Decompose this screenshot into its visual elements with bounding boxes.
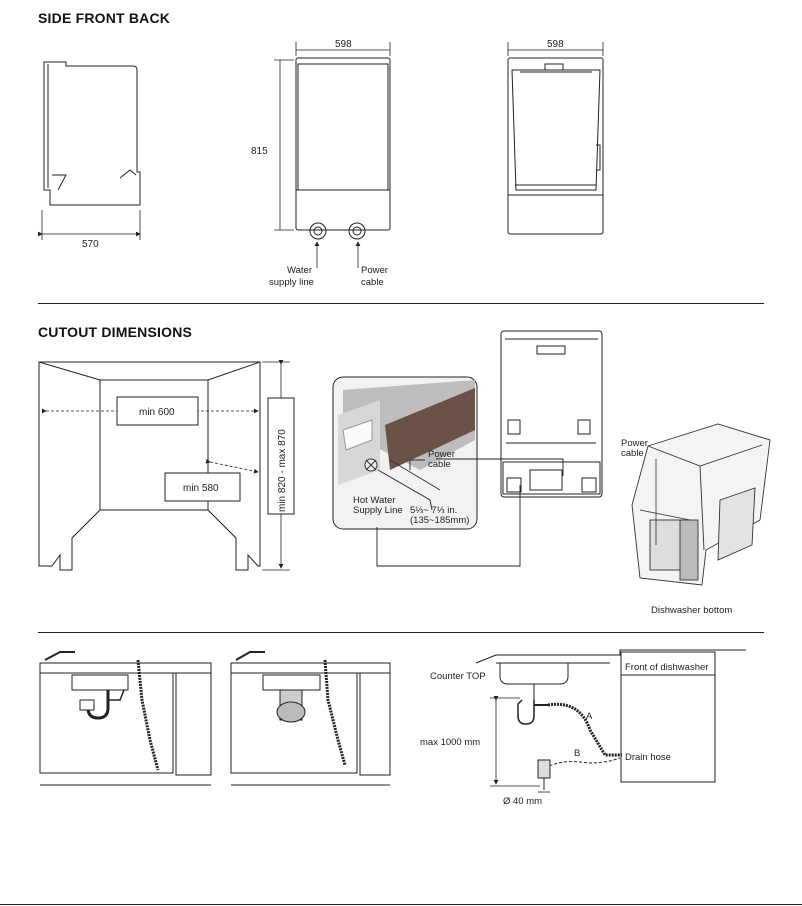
counter-top-label: Counter TOP	[430, 671, 486, 682]
divider-bottom	[0, 904, 802, 905]
inset-power-label-line1: Power	[428, 449, 455, 460]
height-range-box	[267, 397, 295, 515]
min-width-box	[116, 396, 199, 426]
front-of-dishwasher-label: Front of dishwasher	[625, 662, 708, 673]
height-range-label: min 820 - max 870	[277, 429, 288, 512]
dishwasher-bottom-caption: Dishwasher bottom	[651, 605, 732, 616]
drain-diagram	[475, 649, 746, 793]
max-height-label: max 1000 mm	[420, 737, 480, 748]
dishwasher-bottom-view	[631, 423, 771, 586]
water-supply-label-line1: Water	[287, 265, 312, 276]
cutout-section-title: CUTOUT DIMENSIONS	[38, 324, 193, 340]
pipe-diameter-label: Ø 40 mm	[503, 796, 542, 807]
front-view	[274, 42, 391, 268]
min-depth-label: min 580	[183, 483, 219, 494]
back-view	[507, 42, 604, 235]
distance-inch-label: 5⅓~ 7⅓ in.	[410, 505, 457, 516]
front-height-dimension: 815	[251, 146, 268, 157]
divider-top	[38, 303, 764, 304]
cutout-back-view	[376, 330, 603, 567]
hot-water-label-line1: Hot Water	[353, 495, 395, 506]
views-section-title: SIDE FRONT BACK	[38, 10, 171, 26]
min-depth-box	[164, 472, 241, 502]
divider-middle	[38, 632, 764, 633]
cabinet-inset	[332, 376, 478, 530]
sink-install-right	[230, 651, 391, 786]
distance-mm-label: (135~185mm)	[410, 515, 469, 526]
drain-hose-label: Drain hose	[625, 752, 671, 763]
hose-a-label: A	[586, 711, 593, 722]
hose-b-label: B	[574, 748, 580, 759]
front-width-dimension: 598	[335, 39, 352, 50]
water-supply-label-line2: supply line	[269, 277, 314, 288]
cutout-niche	[38, 360, 290, 571]
min-width-label: min 600	[139, 407, 175, 418]
hot-water-label-line2: Supply Line	[353, 505, 403, 516]
power-label-line1: Power	[361, 265, 388, 276]
side-view	[38, 61, 141, 240]
bottom-power-label-line2: cable	[621, 448, 644, 459]
sink-install-left	[39, 651, 212, 786]
side-depth-dimension: 570	[82, 239, 99, 250]
back-width-dimension: 598	[547, 39, 564, 50]
power-label-line2: cable	[361, 277, 384, 288]
bottom-power-label-line1: Power	[621, 438, 648, 449]
inset-power-label-line2: cable	[428, 459, 451, 470]
